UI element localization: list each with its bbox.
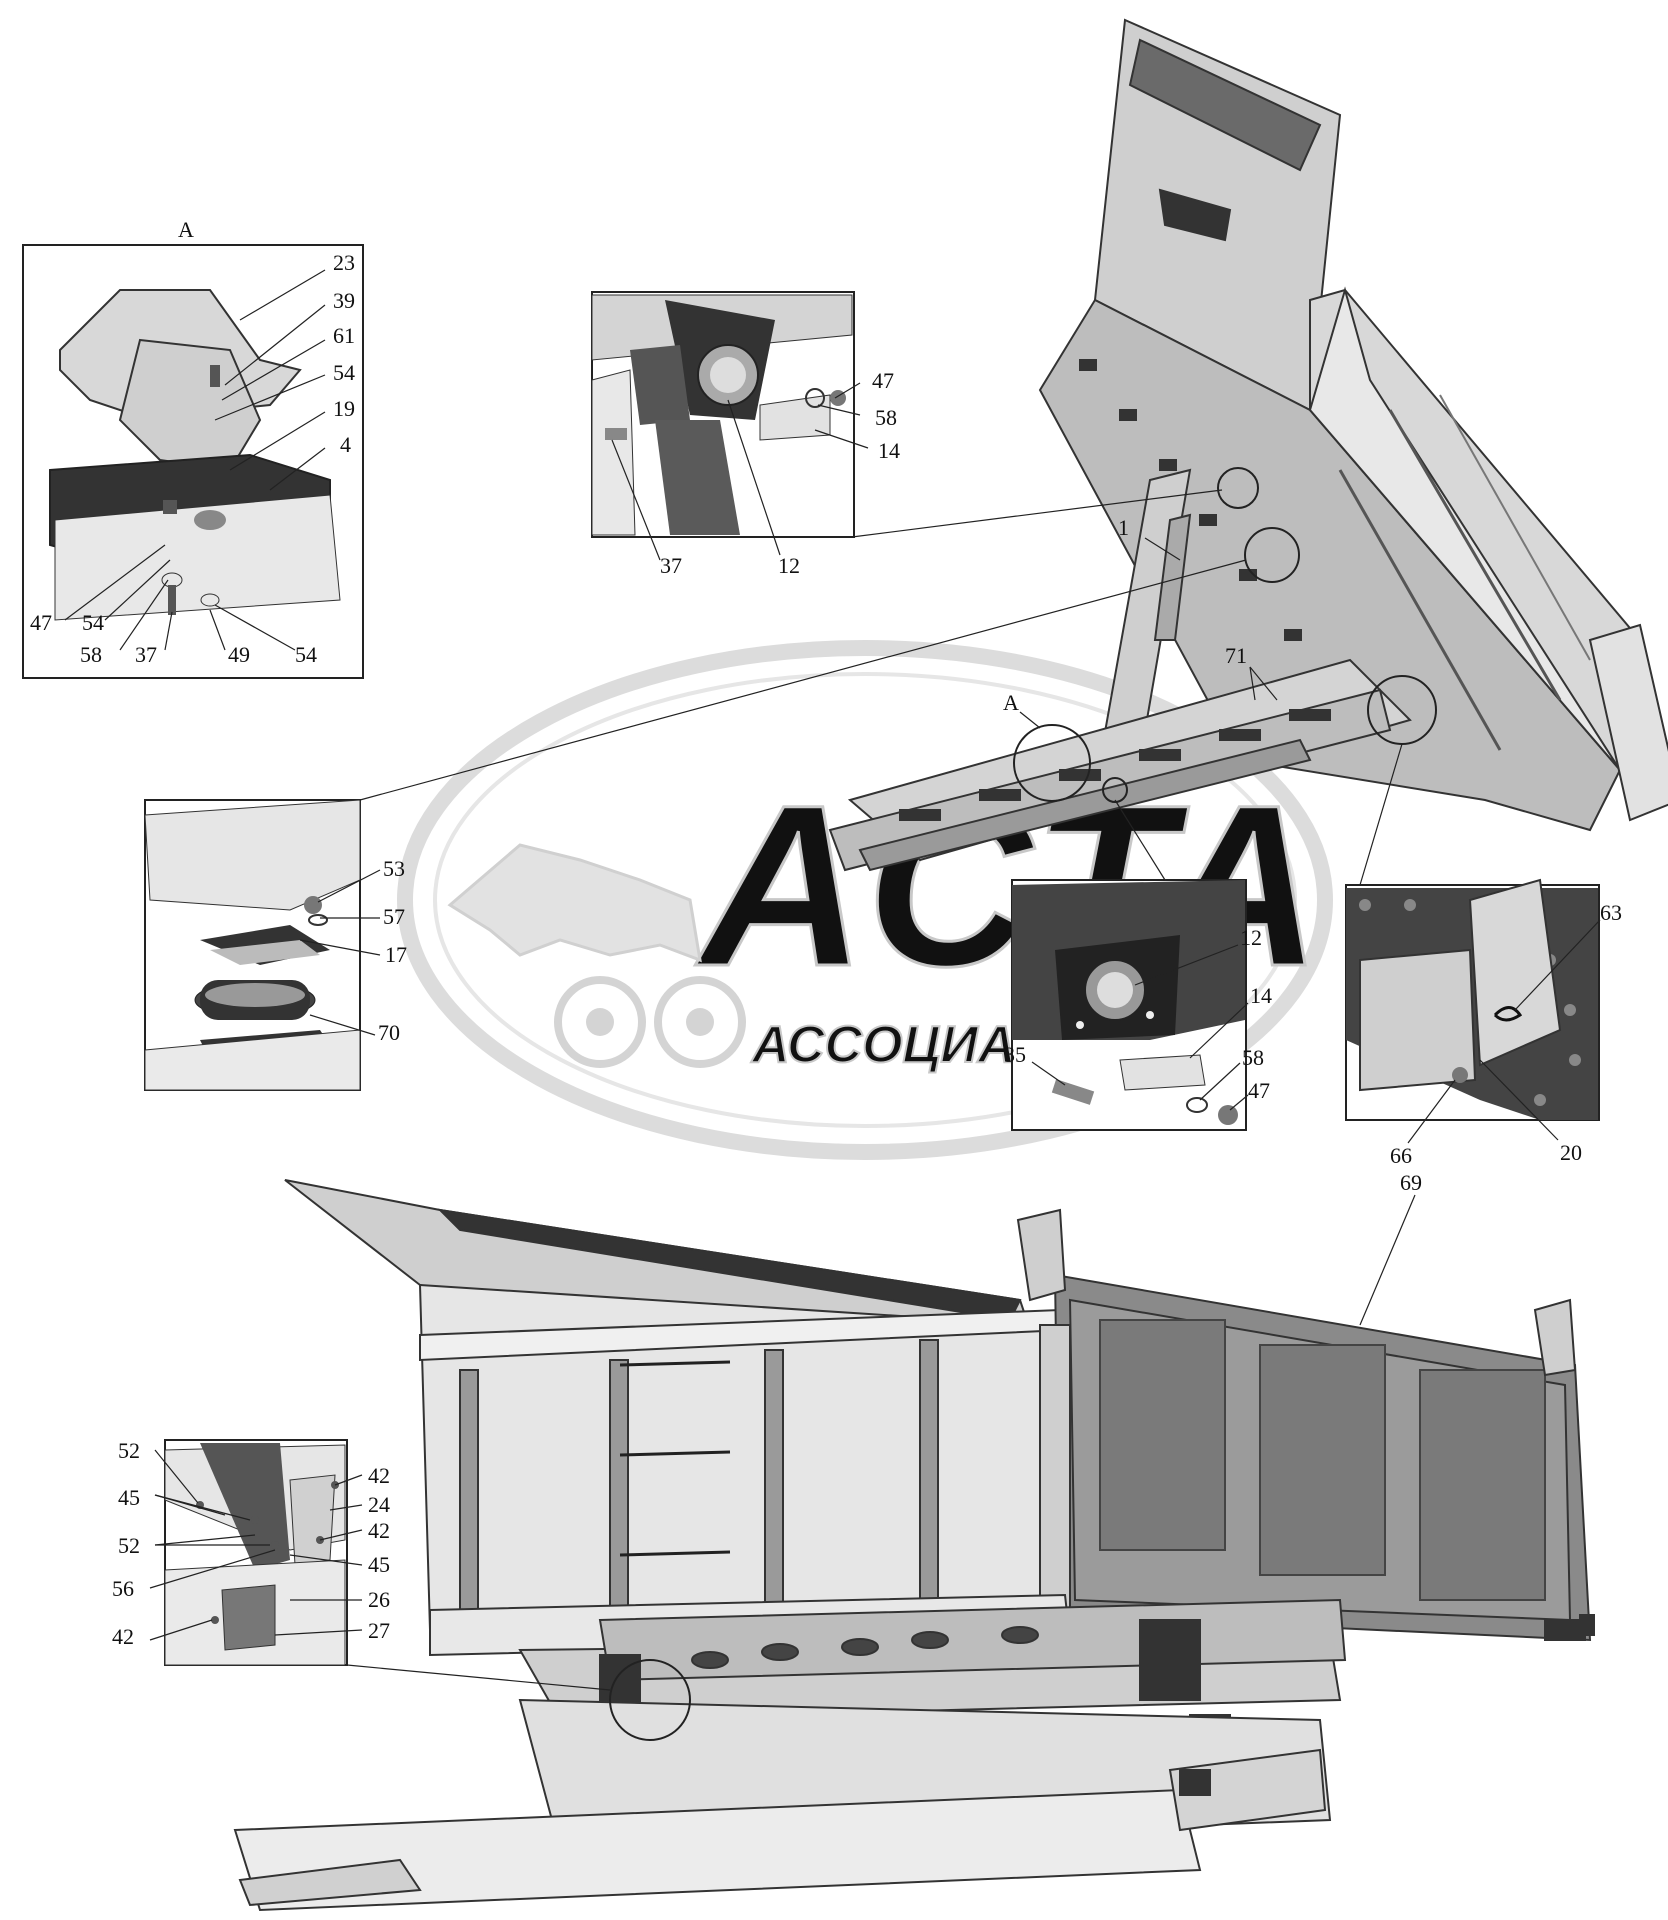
watermark-horse-icon bbox=[447, 843, 702, 963]
label-45-a: 45 bbox=[118, 1485, 140, 1510]
callout-circle-lower bbox=[609, 1659, 691, 1741]
label-19: 19 bbox=[333, 396, 355, 421]
label-23: 23 bbox=[333, 250, 355, 275]
label-42-b: 42 bbox=[368, 1463, 390, 1488]
inset-hook-mount: 63 66 20 bbox=[1345, 743, 1622, 1168]
inset-a-leaders bbox=[64, 269, 326, 651]
leader-spring-to-body bbox=[359, 559, 1247, 801]
label-54-a: 54 bbox=[333, 360, 355, 385]
leader-hook bbox=[1359, 743, 1403, 886]
label-71: 71 bbox=[1225, 643, 1247, 668]
inset-spring-mount: 53 57 17 70 bbox=[144, 559, 1247, 1091]
label-39: 39 bbox=[333, 288, 355, 313]
leader-rear-to-frame bbox=[346, 1664, 611, 1691]
inset-pivot-top: 47 58 14 37 12 bbox=[591, 291, 1223, 578]
inset-rear-hinge: 52 45 52 56 42 42 24 42 45 26 27 bbox=[112, 1438, 611, 1691]
inset-a-mounting: A 23 39 61 54 19 4 47 54 58 37 49 54 bbox=[22, 217, 364, 679]
label-54-b: 54 bbox=[82, 610, 104, 635]
label-4: 4 bbox=[340, 432, 351, 457]
label-47-c: 47 bbox=[1248, 1078, 1270, 1103]
main-callout-a: A bbox=[1003, 690, 1019, 715]
label-12-b: 12 bbox=[1240, 925, 1262, 950]
lowered-dump-body bbox=[233, 1179, 1595, 1912]
inset-pivot-mid: 12 14 35 58 47 bbox=[1004, 799, 1272, 1131]
leader-pivot-mid bbox=[1114, 799, 1166, 881]
label-49: 49 bbox=[228, 642, 250, 667]
label-63: 63 bbox=[1600, 900, 1622, 925]
label-66: 66 bbox=[1390, 1143, 1412, 1168]
label-52-a: 52 bbox=[118, 1438, 140, 1463]
label-58-c: 58 bbox=[1242, 1045, 1264, 1070]
label-54-c: 54 bbox=[295, 642, 317, 667]
label-69: 69 bbox=[1400, 1170, 1422, 1195]
label-35: 35 bbox=[1004, 1042, 1026, 1067]
label-58-a: 58 bbox=[80, 642, 102, 667]
label-52-b: 52 bbox=[118, 1533, 140, 1558]
label-47-b: 47 bbox=[872, 368, 894, 393]
label-20: 20 bbox=[1560, 1140, 1582, 1165]
label-37-a: 37 bbox=[135, 642, 157, 667]
label-12-a: 12 bbox=[778, 553, 800, 578]
label-26: 26 bbox=[368, 1587, 390, 1612]
tipped-dump-body bbox=[1038, 18, 1668, 832]
label-53: 53 bbox=[383, 856, 405, 881]
label-37-b: 37 bbox=[660, 553, 682, 578]
label-70: 70 bbox=[378, 1020, 400, 1045]
label-14-b: 14 bbox=[1250, 983, 1272, 1008]
label-56: 56 bbox=[112, 1576, 134, 1601]
label-14-a: 14 bbox=[878, 438, 900, 463]
label-1: 1 bbox=[1118, 515, 1129, 540]
label-27: 27 bbox=[368, 1618, 390, 1643]
label-61: 61 bbox=[333, 323, 355, 348]
label-45-b: 45 bbox=[368, 1552, 390, 1577]
label-24: 24 bbox=[368, 1492, 390, 1517]
inset-a-title: A bbox=[178, 217, 194, 242]
label-42-a: 42 bbox=[112, 1624, 134, 1649]
label-58-b: 58 bbox=[875, 405, 897, 430]
label-57: 57 bbox=[383, 904, 405, 929]
label-42-c: 42 bbox=[368, 1518, 390, 1543]
watermark-wheel-icon bbox=[554, 976, 746, 1068]
label-47-a: 47 bbox=[30, 610, 52, 635]
leader-pivot-top-to-body bbox=[851, 489, 1223, 538]
label-17: 17 bbox=[385, 942, 407, 967]
